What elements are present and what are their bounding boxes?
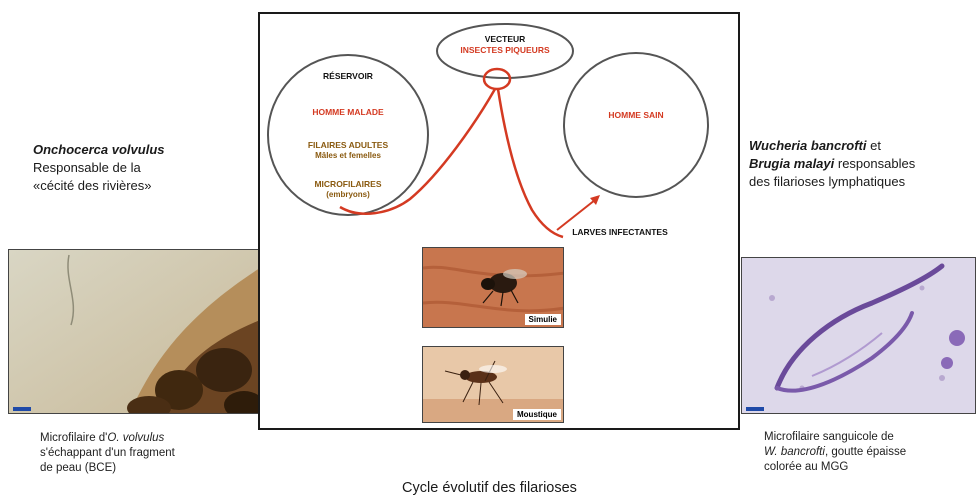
left-species-name: Onchocerca volvulus [33, 142, 165, 157]
homme-sain-circle [564, 53, 708, 197]
right-caption-line2-rest: , goutte épaisse [825, 446, 906, 458]
larvae-arrow [557, 200, 595, 230]
right-caption: Microfilaire sanguicole de W. bancrofti,… [764, 430, 976, 475]
moustique-tag: Moustique [513, 409, 561, 420]
right-desc-line3: des filarioses lymphatiques [749, 174, 905, 189]
wuchereria-micrograph-art [742, 258, 976, 414]
cycle-diagram: VECTEUR INSECTES PIQUEURS RÉSERVOIR HOMM… [258, 12, 740, 430]
page-title: Cycle évolutif des filarioses [0, 480, 979, 496]
vector-loop [484, 69, 510, 89]
left-caption-pre: Microfilaire d' [40, 432, 107, 444]
vector-to-larvae-path [498, 89, 563, 237]
left-caption-line3: de peau (BCE) [40, 462, 116, 474]
right-caption-line3: colorée au MGG [764, 461, 848, 473]
vector-title: VECTEUR [440, 34, 570, 44]
right-species-name-1: Wucheria bancrofti [749, 138, 867, 153]
left-desc-line1: Responsable de la [33, 160, 141, 175]
left-desc-line2: «cécité des rivières» [33, 178, 152, 193]
right-caption-line1: Microfilaire sanguicole de [764, 431, 894, 443]
moustique-photo: Moustique [422, 346, 564, 423]
vector-subtitle: INSECTES PIQUEURS [430, 45, 580, 55]
left-caption: Microfilaire d'O. volvulus s'échappant d… [40, 431, 250, 476]
males-femelles-label: Mâles et femelles [278, 151, 418, 160]
right-caption-italic: W. bancrofti [764, 446, 825, 458]
onchocerca-micrograph [8, 249, 259, 414]
left-caption-italic: O. volvulus [107, 432, 164, 444]
microfilaires-label: MICROFILAIRES [278, 179, 418, 189]
filaires-adultes-label: FILAIRES ADULTES [278, 140, 418, 150]
left-species-description: Onchocerca volvulus Responsable de la «c… [33, 141, 243, 195]
right-species-name-2: Brugia malayi [749, 156, 834, 171]
homme-sain-label: HOMME SAIN [576, 110, 696, 120]
embryons-label: (embryons) [278, 190, 418, 199]
right-connector: et [867, 138, 881, 153]
homme-malade-label: HOMME MALADE [278, 107, 418, 117]
left-caption-line2: s'échappant d'un fragment [40, 447, 175, 459]
onchocerca-micrograph-art [9, 250, 259, 414]
reservoir-title: RÉSERVOIR [288, 71, 408, 81]
right-desc-rest: responsables [834, 156, 915, 171]
simulie-tag: Simulie [525, 314, 561, 325]
larves-infectantes-label: LARVES INFECTANTES [545, 227, 695, 237]
simulie-photo: Simulie [422, 247, 564, 328]
wuchereria-micrograph [741, 257, 976, 414]
right-species-description: Wucheria bancrofti et Brugia malayi resp… [749, 137, 977, 191]
